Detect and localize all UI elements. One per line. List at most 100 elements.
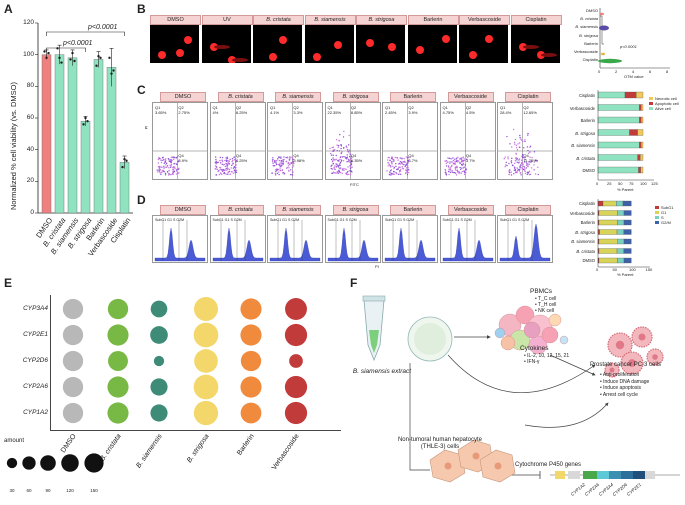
d-stacked-segment [623,229,632,235]
a-dot [84,116,87,120]
e-bubble [193,400,219,426]
c-quadrant-label: Q2 8.85% [350,105,363,115]
legend-g1: G1 [661,210,667,215]
a-dot [60,61,63,64]
cell-cycle-histogram: SubG1 G1 S G2M [324,215,381,263]
cell-cycle-histogram: SubG1 G1 S G2M [497,215,553,263]
cytokine-item: • IFN-γ [524,359,540,365]
d-stacked-segment [616,229,624,235]
c-quadrant-label: Q4 4.25% [235,153,248,163]
d-condition-label: B. cristata [217,205,264,215]
pbmc-item: • T_H cell [535,302,557,308]
panel-d-xlabel: PI [375,264,379,269]
c-condition-label: B. strigosa [332,92,379,102]
f-cyp-title: Cytochrome P450 genes [515,462,582,468]
c-xtick: 0 [596,181,599,186]
d-stacked-segment [597,200,604,207]
a-bar [67,57,78,214]
flow-scatter-plot: Q1 22.35%Q2 8.85%Q4 6.35% [324,102,381,180]
panel-label-e: E [4,276,13,290]
histogram-area [212,227,263,262]
panel-label-f: F [350,276,358,290]
b-xtick: 4 [632,69,635,74]
c-condition-label: B. siamensis [275,92,321,102]
legend-s: S [661,215,664,220]
e-treatment-label: Verbascoside [270,433,301,472]
b-condition-label: UV [201,15,253,25]
a-ytick: 0 [30,209,34,216]
cancer-cells-icon [604,326,664,378]
cell-cycle-histogram: SubG1 G1 S G2M [152,215,208,263]
f-hepatocyte-label: Non-tumoral human hepatocyte (THLE-3) ce… [397,437,483,450]
e-treatment-label: B. strigosa [186,433,211,465]
f-cytokines-list: • IL-2, 10, 12, 15, 21• IFN-γ [524,353,569,365]
e-amount-legend [6,453,104,473]
c-stacked-segment [641,104,644,111]
c-quadrant-label: Q4 3.9% [178,153,188,163]
d-condition-label: B. siamensis [275,205,321,215]
d-stacked-segment [602,200,617,207]
c-quadrant-label: Q1 22.35% [327,105,342,115]
e-bubble [62,324,84,346]
panel-label-b: B [137,2,146,16]
d-stacked-segment [622,200,632,207]
b-condition-label: B. cristata [253,15,304,25]
e-bubble [107,324,129,346]
c-stacked-segment [624,91,637,99]
c-stacked-segment [639,141,642,149]
b-condition-label: Cisplatin [510,15,562,25]
e-bubbles [62,297,308,426]
d-stacked-segment [598,257,618,264]
f-pbmcs-title: PBMCs [530,288,553,295]
a-dot [99,56,102,60]
a-dot [73,59,76,63]
b-side-label: Barlerin [584,40,598,46]
c-quadrant-label: Q4 3.98% [293,153,305,163]
c-bar-label: Barlerin [580,118,595,123]
d-stacked-segment [623,257,632,264]
a-dot [47,51,50,55]
a-dot [82,123,85,126]
pbmc-cell [559,335,569,345]
cell-cycle-histogram: SubG1 G1 S G2M [382,215,438,263]
a-dot [108,56,111,60]
d-stacked-segment [617,210,625,216]
d-condition-label: Cisplatin [505,205,551,215]
d-bar-label: Verbascoside [569,210,595,216]
flow-scatter-plot: Q1 28.4%Q2 12.65%Q4 11.75% [497,102,553,180]
panel-label-c: C [137,83,146,97]
e-bubble [193,374,219,400]
f-prostate-list: • Anti-proliferation• Induce DNA damage•… [600,372,649,398]
a-ytick: 40 [26,145,34,153]
e-gene-label: CYP2D6 [22,357,48,364]
c-stacked-segment [636,91,644,99]
c-stacked-segment [638,166,641,174]
c-stacked-segment [597,154,638,161]
c-quadrant-label: Q2 2.75% [178,105,190,115]
b-side-label: B. strigosa [579,32,598,38]
e-plot-area [50,295,341,431]
cell-cycle-histogram: SubG1 G1 S G2M [209,215,266,263]
a-dot [69,58,72,61]
b-condition-label: DMSO [150,15,201,25]
d-xtick: 150 [645,267,653,272]
c-stacked-segment [641,141,644,149]
c-condition-label: Cisplatin [505,92,551,102]
c-bar-label: B. siamensis [571,143,595,148]
d-stacked-segment [598,238,618,245]
e-bubble [108,351,128,371]
panel-f-schematic [362,295,680,483]
comet-image [201,25,251,63]
comet-image [253,25,302,63]
c-stacked-segment [641,116,644,124]
a-bar [41,54,52,214]
c-xtick: 50 [618,181,623,186]
c-xtick: 75 [629,181,634,186]
c-stacked-segment [597,129,630,136]
c-xtick: 100 [640,181,647,186]
c-quadrant-label: Q4 3.7% [408,153,418,163]
comet-image [459,25,508,63]
pbmc-item: • T_C cell [535,296,557,302]
c-quadrant-label: Q4 11.75% [523,153,537,163]
